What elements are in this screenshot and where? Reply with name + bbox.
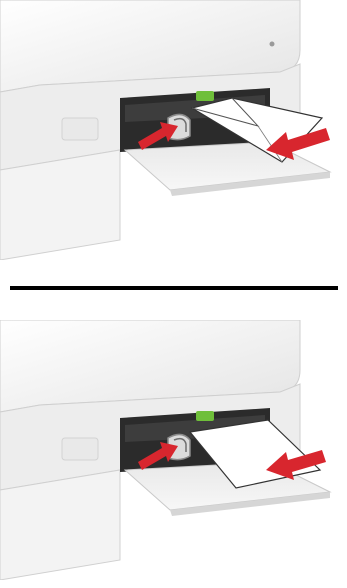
feeder-tray bbox=[125, 142, 330, 196]
panel-paper bbox=[0, 320, 347, 580]
paper-guide-green bbox=[196, 91, 214, 101]
panel-envelope bbox=[0, 0, 347, 260]
panel-divider bbox=[10, 286, 338, 290]
printer-envelope-illustration bbox=[0, 0, 347, 260]
printer-paper-illustration bbox=[0, 320, 347, 580]
paper-guide-green bbox=[196, 411, 214, 421]
